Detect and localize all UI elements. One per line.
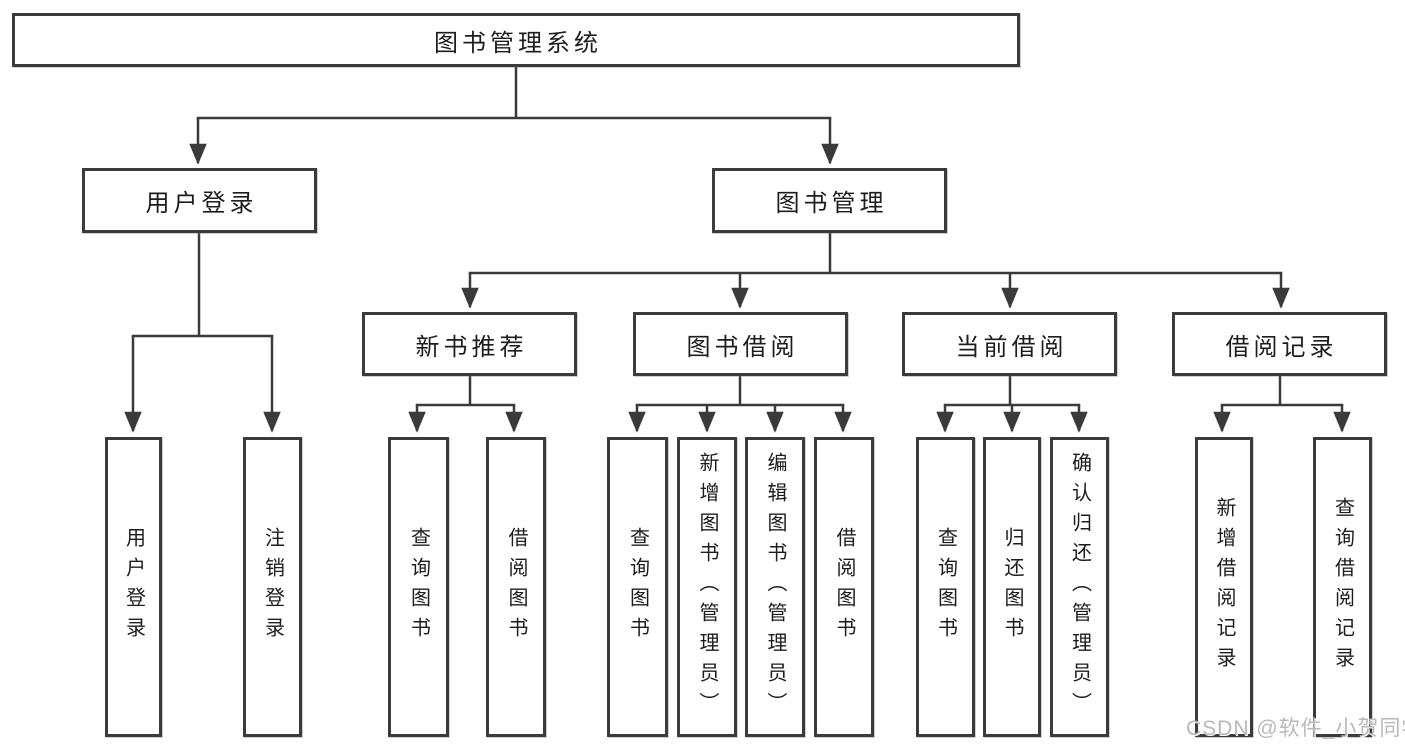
- node-library-system: 图书管理系统: [12, 13, 1020, 67]
- leaf-label: 新增借阅记录: [1213, 497, 1235, 677]
- node-leaf-query-borrow-record: 查询借阅记录: [1313, 437, 1372, 737]
- connector-book-mgmt-to-level3: [461, 233, 1290, 309]
- node-leaf-query-books: 查询图书: [388, 437, 449, 737]
- node-new-book-recommend: 新书推荐: [362, 312, 577, 376]
- leaf-label: 查询图书: [934, 527, 957, 647]
- node-leaf-user-login: 用户登录: [105, 437, 162, 737]
- node-leaf-add-borrow-record: 新增借阅记录: [1195, 437, 1253, 737]
- node-leaf-return-books: 归还图书: [983, 437, 1041, 737]
- leaf-label: 确认归还（管理员）: [1068, 452, 1091, 722]
- connector-new-book-children: [408, 376, 523, 433]
- leaf-label: 注销登录: [261, 527, 284, 647]
- connector-root-to-level2: [189, 67, 839, 165]
- leaf-label: 查询图书: [626, 527, 649, 647]
- node-leaf-query-books: 查询图书: [916, 437, 975, 737]
- node-leaf-confirm-return-admin: 确认归还（管理员）: [1050, 437, 1109, 737]
- node-leaf-edit-books-admin: 编辑图书（管理员）: [745, 437, 805, 737]
- connector-user-login-children: [124, 233, 281, 433]
- leaf-label: 用户登录: [122, 527, 145, 647]
- node-leaf-logout: 注销登录: [243, 437, 302, 737]
- node-user-login: 用户登录: [82, 168, 317, 233]
- leaf-label: 借阅图书: [833, 527, 855, 647]
- node-book-borrow: 图书借阅: [633, 312, 848, 376]
- node-current-borrow: 当前借阅: [902, 312, 1117, 376]
- csdn-watermark: CSDN @软件_小贺同学: [1186, 717, 1405, 740]
- connector-current-borrow-children: [936, 376, 1088, 433]
- leaf-label: 编辑图书（管理员）: [764, 452, 786, 722]
- node-book-management: 图书管理: [712, 168, 947, 233]
- node-leaf-borrow-books: 借阅图书: [814, 437, 874, 737]
- leaf-label: 归还图书: [1001, 527, 1023, 647]
- leaf-label: 查询图书: [407, 527, 430, 647]
- leaf-label: 新增图书（管理员）: [696, 452, 718, 722]
- node-leaf-query-books: 查询图书: [607, 437, 668, 737]
- connector-book-borrow-children: [628, 376, 852, 433]
- node-borrow-record: 借阅记录: [1172, 312, 1387, 376]
- connector-borrow-record-children: [1213, 376, 1351, 433]
- leaf-label: 借阅图书: [505, 527, 527, 647]
- node-leaf-borrow-books: 借阅图书: [486, 437, 546, 737]
- node-leaf-add-books-admin: 新增图书（管理员）: [677, 437, 737, 737]
- leaf-label: 查询借阅记录: [1331, 497, 1354, 677]
